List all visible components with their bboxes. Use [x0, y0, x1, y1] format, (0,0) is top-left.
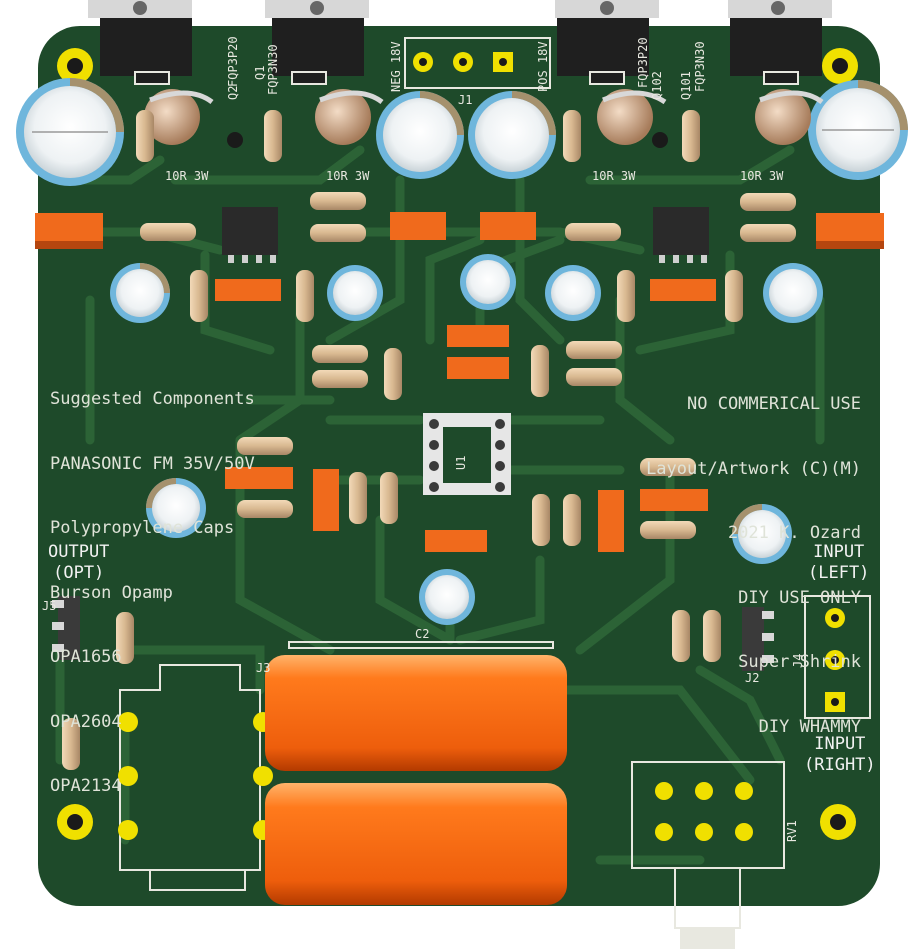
connector-j5	[52, 596, 80, 660]
ref-r-power-2: 10R 3W	[326, 169, 370, 183]
note-left-line: OPA2604	[50, 711, 122, 732]
note-right-line: NO COMMERICAL USE	[687, 394, 861, 414]
ref-q1-part: FQP3N30	[266, 44, 280, 95]
note-right-line: Layout/Artwork (C)(M)	[646, 458, 861, 479]
note-left-line: OPA2134	[50, 776, 122, 796]
ref-j2: J2	[745, 671, 759, 685]
input-left-label-line: INPUT	[813, 542, 865, 562]
resistors-horizontal	[140, 192, 796, 539]
connector-j4	[804, 595, 871, 719]
ref-q101: Q101	[679, 71, 693, 100]
u1-socket	[423, 413, 511, 495]
ref-c2: C2	[415, 627, 429, 641]
to92-parts	[144, 89, 824, 148]
resistors-vertical	[62, 110, 743, 770]
notes-right: NO COMMERICAL USE Layout/Artwork (C)(M) …	[646, 351, 861, 760]
note-left-line: Polypropylene Caps	[50, 518, 235, 538]
notes-left: Suggested Components PANASONIC FM 35V/50…	[50, 346, 255, 819]
output-label-line: (OPT)	[53, 563, 105, 583]
ref-r-power-1: 10R 3W	[165, 169, 209, 183]
output-label-line: OUTPUT	[48, 542, 110, 562]
mounting-holes	[57, 48, 858, 840]
box-caps	[35, 212, 884, 552]
input-left-label-line: (LEFT)	[808, 563, 870, 583]
ref-j3: J3	[256, 661, 270, 675]
ref-q2-part: FQP3P20	[226, 36, 240, 87]
input-left-label: INPUT (LEFT)	[808, 542, 869, 584]
ref-q1: Q1	[253, 66, 267, 80]
ref-pos: POS 18V	[536, 41, 550, 92]
input-right-label: INPUT (RIGHT)	[804, 734, 876, 776]
transistor-q1	[265, 0, 369, 85]
electrolytic-caps-large	[16, 78, 908, 186]
ref-r-power-4: 10R 3W	[740, 169, 784, 183]
ref-u1: U1	[454, 456, 468, 470]
ref-q102: Q102	[650, 71, 664, 100]
note-left-line: OPA1656	[50, 647, 122, 667]
ref-j5: J5	[42, 599, 56, 613]
film-capacitors	[265, 641, 567, 905]
note-left-line: Burson Opamp	[50, 582, 173, 603]
to220-transistors	[88, 0, 832, 85]
input-right-label-line: (RIGHT)	[804, 755, 876, 775]
transistor-q101	[728, 0, 832, 85]
header-j1	[404, 37, 551, 89]
electrolytic-caps-small	[110, 254, 823, 625]
silkscreen-refs: FQP3P20 Q2 Q1 FQP3N30 NEG 18V POS 18V J1…	[42, 36, 805, 842]
note-right-line: 2021 K. Ozard	[727, 523, 861, 543]
ref-j1: J1	[458, 93, 472, 107]
transistor-q2	[88, 0, 192, 85]
potentiometer-rv1	[631, 761, 785, 949]
ref-j4: J4	[791, 654, 805, 668]
note-left-line: Suggested Components	[50, 389, 255, 409]
note-right-line: Super Shrink	[738, 652, 861, 672]
input-right-label-line: INPUT	[814, 734, 866, 754]
output-label: OUTPUT (OPT)	[48, 542, 109, 584]
ref-r-power-3: 10R 3W	[592, 169, 636, 183]
ref-q102-part: FQP3P20	[636, 37, 650, 88]
note-left-line: PANASONIC FM 35V/50V	[50, 453, 255, 474]
ref-q2: Q2	[226, 86, 240, 100]
dip-chips	[222, 207, 709, 263]
ref-q101-part: FQP3N30	[693, 41, 707, 92]
ref-neg: NEG 18V	[389, 41, 403, 92]
note-right-line: DIY WHAMMY	[758, 716, 861, 737]
note-right-line: DIY USE ONLY	[738, 587, 861, 608]
transistor-q102	[555, 0, 659, 85]
connector-j2	[742, 607, 774, 671]
ref-rv1: RV1	[785, 820, 799, 842]
